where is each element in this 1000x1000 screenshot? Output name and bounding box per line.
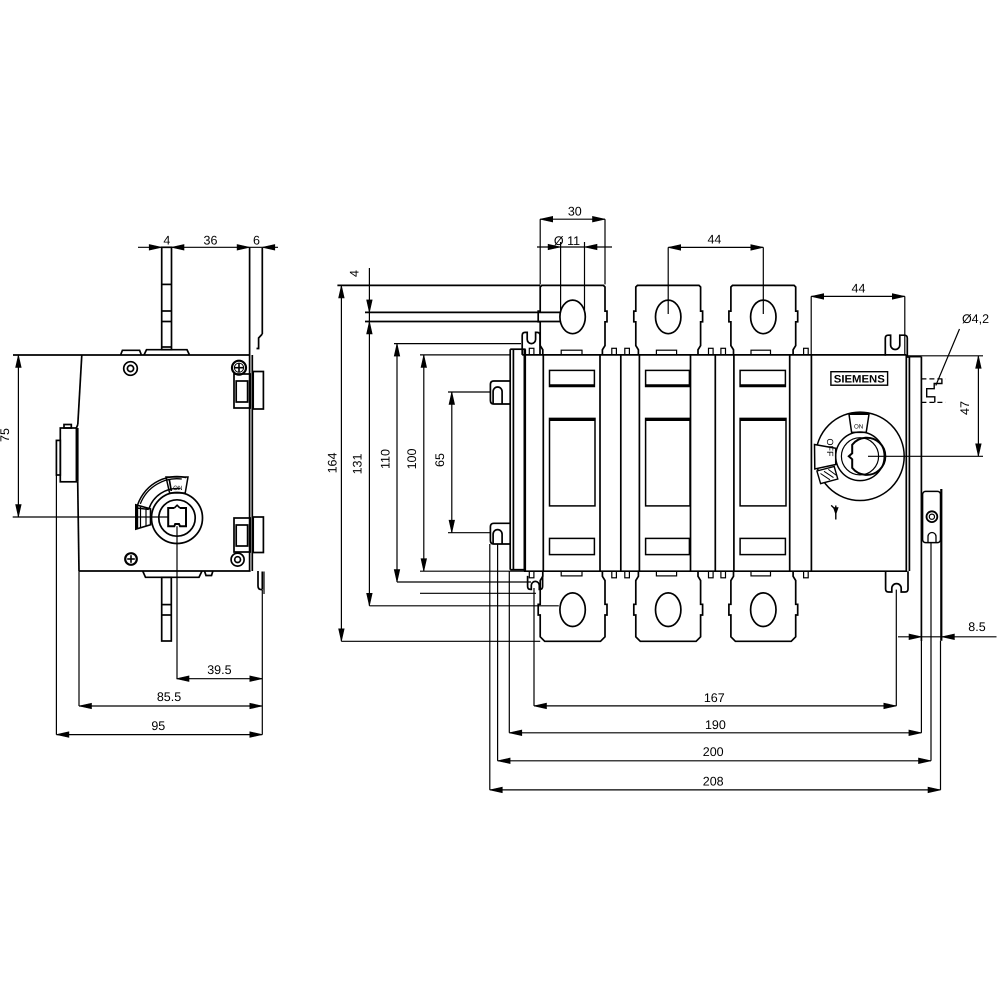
svg-text:OFF: OFF [825,439,835,457]
svg-text:SIEMENS: SIEMENS [834,373,885,385]
svg-text:65: 65 [433,453,447,467]
svg-text:208: 208 [703,774,724,788]
svg-text:4: 4 [348,270,362,277]
svg-text:110: 110 [379,449,393,469]
svg-text:4: 4 [163,233,170,247]
svg-text:47: 47 [958,401,972,415]
svg-text:Ø4,2: Ø4,2 [962,312,989,326]
svg-text:75: 75 [0,428,12,442]
svg-text:131: 131 [351,454,365,475]
svg-text:200: 200 [703,745,724,759]
svg-text:30: 30 [568,204,582,218]
svg-text:95: 95 [151,719,165,733]
svg-text:164: 164 [326,453,340,474]
svg-text:85.5: 85.5 [157,690,181,704]
svg-text:Ø 11: Ø 11 [554,234,580,248]
svg-text:44: 44 [852,281,866,295]
svg-text:ON: ON [173,485,182,492]
svg-text:6: 6 [253,233,260,247]
svg-text:44: 44 [707,232,721,246]
svg-text:190: 190 [705,718,726,732]
svg-text:ON: ON [854,424,863,431]
svg-text:8.5: 8.5 [968,620,985,634]
svg-text:167: 167 [704,691,725,705]
svg-text:100: 100 [405,449,419,470]
svg-text:36: 36 [204,233,218,247]
svg-text:39.5: 39.5 [207,663,231,677]
